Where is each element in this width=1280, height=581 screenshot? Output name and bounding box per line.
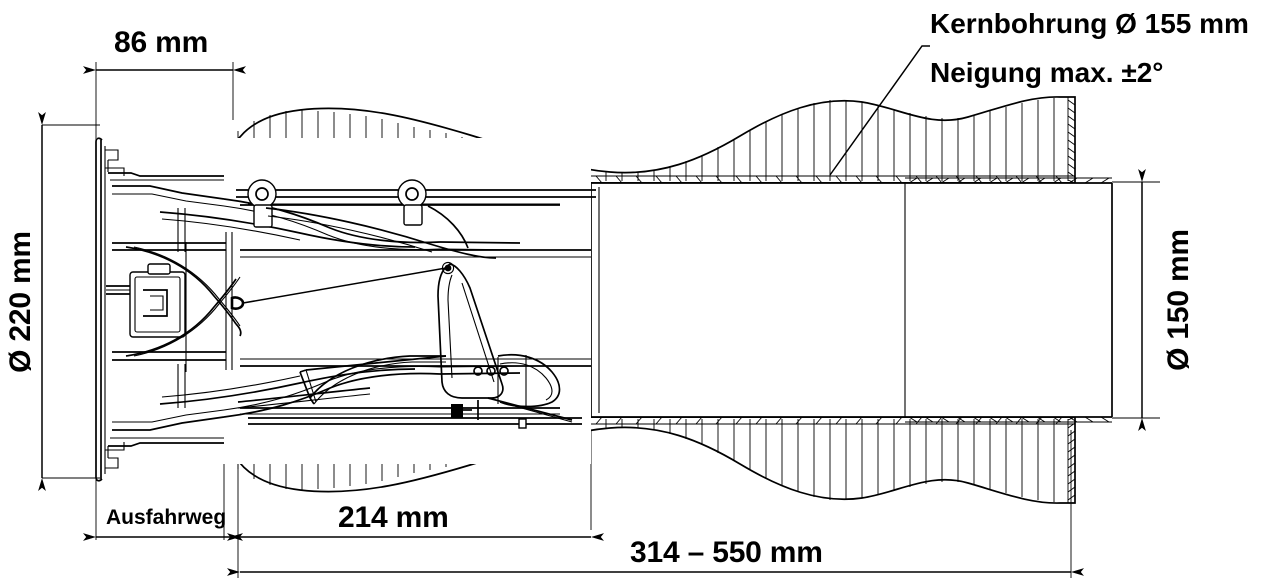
pivot-boss-right [397, 179, 427, 226]
label-220mm: Ø 220 mm [4, 231, 37, 373]
label-314-550mm: 314 – 550 mm [630, 536, 823, 569]
label-neigung: Neigung max. ±2° [930, 57, 1164, 88]
leader-lines [242, 45, 930, 304]
dimension-lines [38, 66, 1146, 576]
connector-box [129, 263, 186, 338]
text-labels: Kernbohrung Ø 155 mm Neigung max. ±2° 86… [4, 8, 1249, 569]
label-150mm: Ø 150 mm [1162, 229, 1195, 371]
label-214mm: 214 mm [338, 501, 449, 534]
pivot-lever-arm [437, 261, 573, 429]
label-86mm: 86 mm [114, 26, 208, 59]
label-ausfahrweg: Ausfahrweg [106, 506, 226, 529]
lower-flap-panel [237, 355, 447, 409]
pivot-boss-group [236, 179, 596, 259]
duct-tube [590, 177, 1113, 423]
pivot-boss-left [247, 179, 277, 228]
label-kernbohrung: Kernbohrung Ø 155 mm [930, 8, 1249, 39]
